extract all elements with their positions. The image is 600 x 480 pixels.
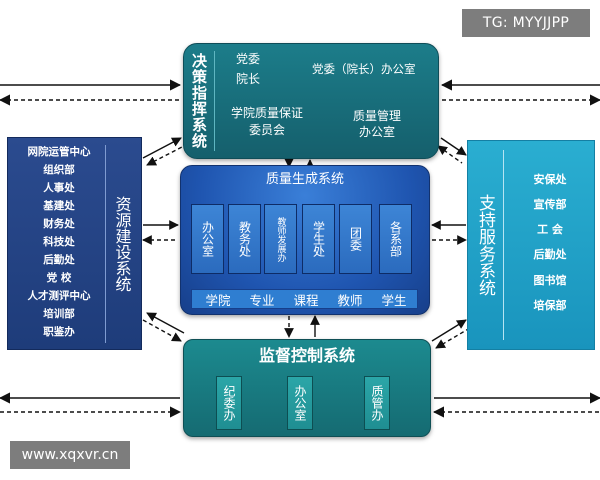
sup-box-office: [287, 376, 313, 430]
support-system-title: 支持服务系统: [475, 194, 495, 296]
bottom-item-student: 学生: [381, 292, 407, 308]
resource-item: 人事处: [43, 181, 75, 194]
unit-label-departments: 各系部: [388, 221, 403, 257]
resource-system-box: [7, 137, 142, 350]
sup-label-office: 办公室: [293, 385, 307, 421]
unit-box-youth-league: [339, 204, 372, 274]
resource-system-title: 资源建设系统: [112, 196, 132, 292]
generation-system-title: 质量生成系统: [265, 171, 344, 187]
decision-divider: [214, 51, 215, 151]
sup-box-discipline: [216, 376, 242, 430]
resource-item: 科技处: [43, 235, 75, 248]
decision-system-title: 决策指挥系统: [190, 53, 208, 149]
resource-item: 组织部: [43, 163, 75, 176]
support-item: 后勤处: [533, 248, 567, 261]
sup-label-discipline: 纪委办: [222, 385, 236, 421]
support-item: 安保处: [533, 173, 567, 186]
unit-box-departments: [379, 204, 412, 274]
outer-arrows: [0, 79, 600, 418]
dean-label: 院长: [236, 72, 261, 86]
unit-label-academic-affairs: 教务处: [237, 221, 252, 257]
diagonal-arrows: [142, 137, 471, 349]
resource-item: 培训部: [43, 307, 75, 320]
side-arrows: [142, 220, 467, 245]
resource-item: 党 校: [46, 271, 72, 284]
quality-committee-line1: 学院质量保证: [230, 106, 303, 120]
support-item: 培保部: [533, 299, 567, 312]
resource-item: 职鉴办: [43, 325, 75, 338]
sup-label-quality: 质管办: [370, 385, 384, 421]
unit-box-academic-affairs: [228, 204, 261, 274]
generation-bottom-bar: [191, 289, 418, 309]
bottom-item-major: 专业: [249, 292, 275, 308]
watermark-bottom: www.xqxvr.cn: [10, 441, 130, 469]
bottom-item-course: 课程: [293, 292, 319, 308]
support-item: 工 会: [537, 223, 563, 236]
support-item: 图书馆: [533, 274, 567, 287]
unit-box-office: [191, 204, 224, 274]
watermark-top: TG: MYYJJPP: [462, 9, 590, 37]
bottom-item-teacher: 教师: [337, 292, 363, 308]
quality-committee-line2: 委员会: [248, 123, 285, 137]
decision-system-box: [183, 43, 439, 159]
resource-item: 人才测评中心: [27, 289, 91, 302]
supervision-system-title: 监督控制系统: [258, 346, 355, 365]
resource-item: 财务处: [43, 217, 75, 230]
qm-office-line2: 办公室: [358, 125, 395, 139]
support-item: 宣传部: [533, 198, 567, 211]
sup-box-quality: [364, 376, 390, 430]
bottom-item-college: 学院: [205, 292, 231, 308]
resource-item: 网院运管中心: [27, 145, 91, 158]
resource-item: 基建处: [43, 199, 75, 212]
dean-office-label: 党委（院长）办公室: [312, 62, 416, 76]
resource-divider: [105, 145, 106, 343]
unit-box-student-affairs: [302, 204, 335, 274]
party-committee-label: 党委: [236, 52, 261, 66]
support-divider: [503, 150, 504, 340]
unit-box-teacher-development: [264, 204, 297, 274]
unit-label-teacher-development: 教师发展办: [275, 216, 286, 262]
qm-office-line1: 质量管理: [352, 109, 401, 123]
unit-label-office: 办公室: [200, 221, 215, 257]
unit-label-youth-league: 团委: [348, 227, 363, 251]
support-system-box: [467, 140, 595, 350]
resource-item: 后勤处: [43, 253, 75, 266]
unit-label-student-affairs: 学生处: [311, 221, 326, 257]
